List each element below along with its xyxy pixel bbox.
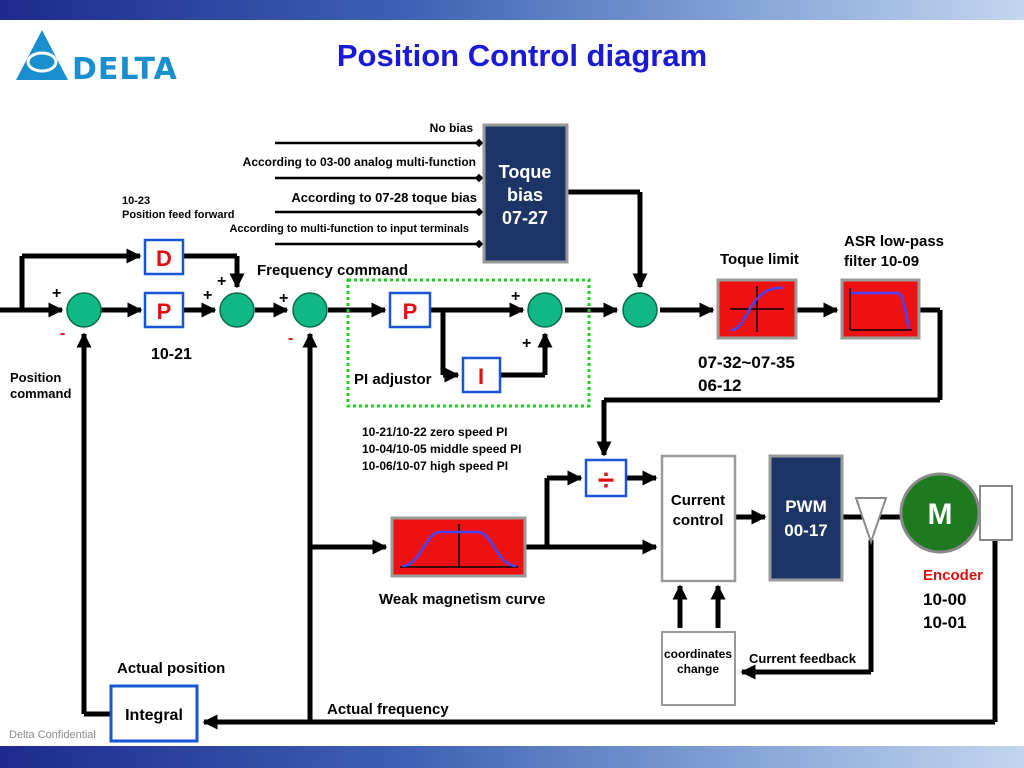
svg-text:I: I: [478, 364, 484, 389]
svg-text:00-17: 00-17: [784, 521, 827, 540]
label-no-bias: No bias: [430, 121, 474, 135]
label-pi-param-1: 10-21/10-22 zero speed PI: [362, 425, 507, 439]
sign-node2-plus-top: +: [217, 273, 226, 290]
label-weak-magnetism: Weak magnetism curve: [379, 591, 545, 608]
pi-adjustor-frame: [346, 278, 591, 408]
label-feed-forward: Position feed forward: [122, 209, 234, 221]
label-feed-forward-code: 10-23: [122, 195, 150, 207]
asr-filter-block: [840, 278, 921, 340]
svg-text:07-27: 07-27: [502, 208, 548, 228]
top-gradient-bar: [0, 0, 1024, 20]
label-asr-filter-2: filter 10-09: [844, 253, 919, 270]
svg-text:Toque: Toque: [499, 162, 552, 182]
label-actual-frequency: Actual frequency: [327, 701, 449, 718]
svg-text:change: change: [677, 662, 719, 676]
sign-node1-minus: -: [60, 325, 65, 342]
label-encoder-param-1: 10-00: [923, 590, 966, 609]
label-pi-adjustor: PI adjustor: [354, 371, 432, 388]
label-asr-filter-1: ASR low-pass: [844, 233, 944, 250]
summing-node-1: [66, 292, 102, 328]
signal-lines: [0, 189, 998, 730]
label-encoder-param-2: 10-01: [923, 613, 966, 632]
torque-limit-block: [716, 278, 798, 340]
current-sensor-icon: [854, 497, 888, 546]
label-analog-multi: According to 03-00 analog multi-function: [243, 155, 476, 169]
svg-text:PWM: PWM: [785, 497, 827, 516]
logo-text: DELTA: [72, 52, 178, 87]
label-position-command-2: command: [10, 386, 71, 401]
label-pi-param-3: 10-06/10-07 high speed PI: [362, 459, 508, 473]
sign-node1-plus: +: [52, 285, 61, 302]
confidential-note: Delta Confidential: [9, 729, 96, 741]
label-position-command-1: Position: [10, 370, 61, 385]
label-pi-param-2: 10-04/10-05 middle speed PI: [362, 442, 521, 456]
torque-bias-block: Toque bias 07-27: [482, 123, 569, 264]
sign-node3-minus: -: [288, 330, 293, 347]
bias-selector-lines: [275, 141, 482, 246]
svg-text:P: P: [403, 299, 418, 324]
label-torque-bias-0728: According to 07-28 toque bias: [291, 190, 477, 205]
sign-node3-plus: +: [279, 290, 288, 307]
summing-node-3: [292, 292, 328, 328]
svg-text:Integral: Integral: [125, 707, 183, 724]
delta-logo-icon: [16, 30, 68, 80]
label-p-param: 10-21: [151, 346, 192, 363]
svg-text:÷: ÷: [598, 464, 614, 497]
current-control-block: Current control: [660, 454, 737, 583]
label-torque-limit: Toque limit: [720, 251, 799, 268]
encoder-icon: [979, 485, 1013, 541]
summing-node-4: [527, 292, 563, 328]
label-frequency-command: Frequency command: [257, 262, 408, 279]
bottom-gradient-bar: [0, 746, 1024, 768]
bias-selector-dots: [474, 138, 484, 249]
sign-node2-plus-left: +: [203, 287, 212, 304]
label-torque-limit-param-1: 07-32~07-35: [698, 353, 795, 372]
label-current-feedback: Current feedback: [749, 651, 857, 666]
svg-text:coordinates: coordinates: [664, 647, 732, 661]
label-encoder: Encoder: [923, 567, 983, 584]
pi-p-block: P: [388, 291, 432, 329]
coordinates-change-block: coordinates change: [661, 631, 736, 706]
summing-node-2: [219, 292, 255, 328]
svg-text:D: D: [156, 246, 172, 271]
svg-text:M: M: [928, 498, 953, 531]
svg-text:control: control: [673, 512, 724, 529]
svg-text:bias: bias: [507, 185, 543, 205]
label-torque-limit-param-2: 06-12: [698, 376, 741, 395]
svg-text:P: P: [157, 299, 172, 324]
motor-icon: M: [899, 472, 981, 554]
p-block: P: [143, 291, 185, 329]
sign-node4-plus-bottom: +: [522, 335, 531, 352]
summing-node-5: [622, 292, 658, 328]
label-actual-position: Actual position: [117, 660, 225, 677]
weak-magnetism-block: [390, 516, 527, 578]
label-multi-input: According to multi-function to input ter…: [229, 223, 469, 235]
d-block: D: [143, 238, 185, 276]
sign-node4-plus-left: +: [511, 288, 520, 305]
divider-block: ÷: [584, 458, 628, 498]
pi-i-block: I: [461, 356, 502, 394]
pwm-block: PWM 00-17: [768, 454, 844, 582]
svg-text:Current: Current: [671, 492, 725, 509]
integral-block: Integral: [109, 684, 199, 743]
page-title: Position Control diagram: [336, 38, 708, 73]
